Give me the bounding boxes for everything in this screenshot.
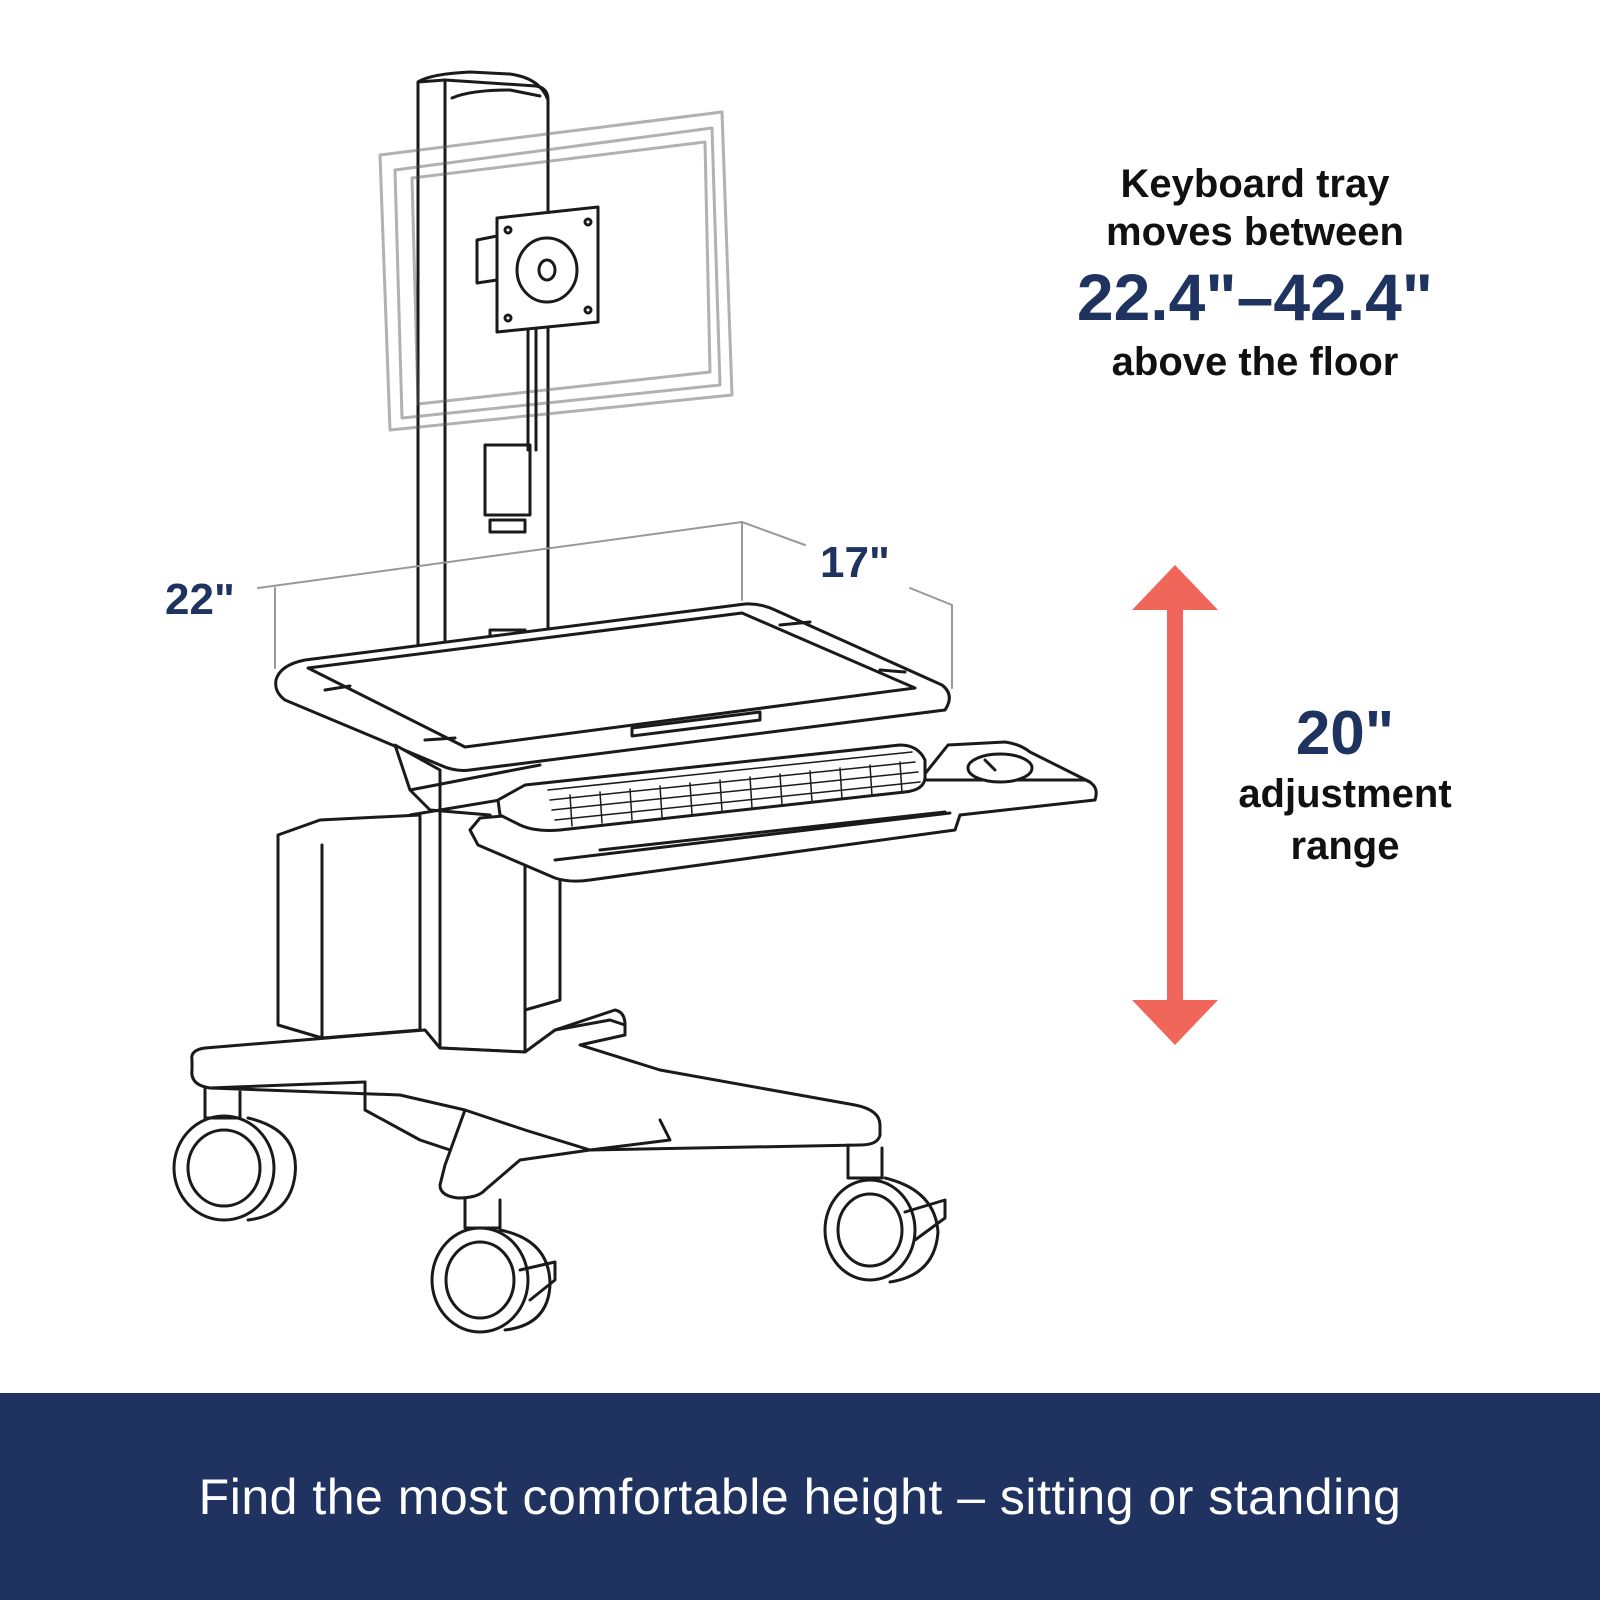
keyboard-height-spec: Keyboard tray moves between 22.4"–42.4" …: [1030, 160, 1480, 386]
banner-text: Find the most comfortable height – sitti…: [198, 1468, 1402, 1525]
cart-base: [190, 1008, 882, 1200]
width-dimension-label: 17": [820, 538, 890, 587]
adjustment-value: 20": [1295, 699, 1395, 768]
work-surface: [274, 602, 951, 772]
spec-height-range: 22.4"–42.4": [1076, 260, 1434, 334]
footer-banner: Find the most comfortable height – sitti…: [0, 1393, 1600, 1600]
mouse: [966, 752, 1034, 784]
keyboard: [496, 743, 927, 832]
spec-line-4: above the floor: [1111, 339, 1399, 384]
dimension-lines: [257, 521, 953, 689]
spec-line-2: moves between: [1106, 210, 1404, 254]
vesa-mount: [475, 205, 600, 452]
adjustment-label-2: range: [1290, 824, 1400, 869]
cpu-holder: [276, 813, 422, 1040]
monitor: [378, 110, 734, 432]
depth-dimension-label: 22": [165, 575, 235, 624]
cart-illustration: [172, 70, 1218, 1334]
spec-line-1: Keyboard tray: [1120, 162, 1390, 206]
adjustment-range-callout: 20" adjustment range: [1195, 699, 1495, 872]
keyboard-tray: [468, 740, 1098, 883]
height-arrow: [1132, 565, 1218, 1045]
adjustment-label-1: adjustment: [1238, 772, 1452, 817]
caster-wheels: [172, 1086, 947, 1334]
